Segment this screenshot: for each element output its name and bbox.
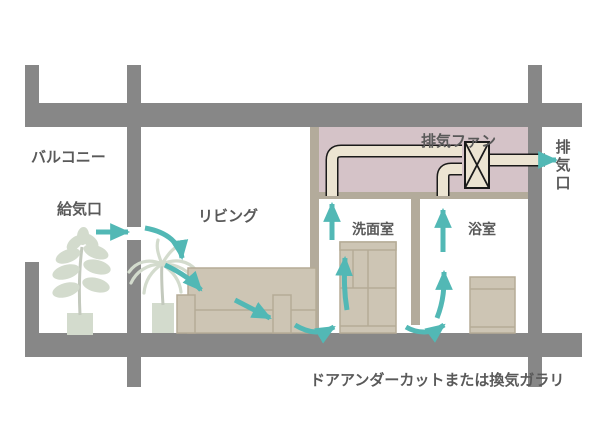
wall-stub-upper-mid <box>127 65 141 103</box>
sofa <box>176 267 317 334</box>
plant-living-trunk <box>160 263 165 306</box>
partition-ceiling-living-washroom <box>310 118 319 198</box>
airflow-arrows <box>96 151 559 344</box>
arrow-washroom-rise-low <box>335 255 353 311</box>
plant-living-pot <box>152 303 174 333</box>
bathtub-body <box>469 276 516 334</box>
label-exhaust-outlet-char-2: 気 <box>555 156 570 174</box>
duct-washroom-fill <box>327 146 462 196</box>
wall-exterior-right <box>528 127 542 333</box>
duct-bathroom-fill <box>438 164 462 196</box>
label-air-supply-inlet: 給気口 <box>57 200 102 218</box>
arrow-bathroom-rise-low <box>434 269 453 319</box>
wall-stub-upper-right <box>528 65 542 103</box>
label-balcony: バルコニー <box>31 149 106 166</box>
label-exhaust-outlet-char-1: 排 <box>555 138 570 156</box>
wall-stub-lower-right <box>528 357 542 387</box>
exhaust-fan-icon <box>464 141 490 189</box>
arrow-undercut-living-washroom <box>293 322 336 344</box>
soffit-ceiling-line <box>318 192 529 199</box>
partition-living-washroom <box>310 198 319 333</box>
plant-left-leaves <box>52 227 111 298</box>
wall-balcony-living <box>127 127 141 227</box>
vanity-top-trim <box>339 241 397 251</box>
label-washroom: 洗面室 <box>352 221 394 237</box>
label-exhaust-outlet: 排 気 口 <box>555 138 570 192</box>
sofa-arm-left <box>176 294 196 334</box>
sofa-arm-right <box>272 294 292 334</box>
wall-stub-upper-left <box>25 65 39 103</box>
label-exhaust-outlet-char-3: 口 <box>555 175 570 192</box>
sofa-seat <box>187 309 317 334</box>
plant-left <box>52 227 111 335</box>
wall-balcony-living-lower <box>127 240 141 333</box>
label-living: リビング <box>198 207 258 225</box>
plant-left-stem <box>77 246 84 316</box>
exhaust-fan-diagonal-2 <box>464 141 490 189</box>
duct-system <box>325 144 545 196</box>
wall-exterior-left <box>25 262 39 333</box>
plant-left-pot <box>67 313 93 335</box>
ceiling-slab <box>25 103 582 127</box>
label-bathroom: 浴室 <box>468 221 496 237</box>
floor-slab <box>25 333 582 357</box>
vanity-cabinet <box>339 241 397 334</box>
arrow-living-down-1 <box>144 225 189 261</box>
arrow-living-down-2 <box>163 262 203 292</box>
partition-washroom-bathroom <box>411 198 420 325</box>
wall-stub-lower-mid <box>127 357 141 387</box>
bathtub <box>469 276 516 334</box>
arrow-undercut-washroom-bathroom <box>404 322 446 343</box>
caption-door-undercut: ドアアンダーカットまたは換気ガラリ <box>310 371 564 389</box>
label-exhaust-fan: 排気ファン <box>421 132 496 150</box>
arrow-living-across <box>233 297 272 321</box>
